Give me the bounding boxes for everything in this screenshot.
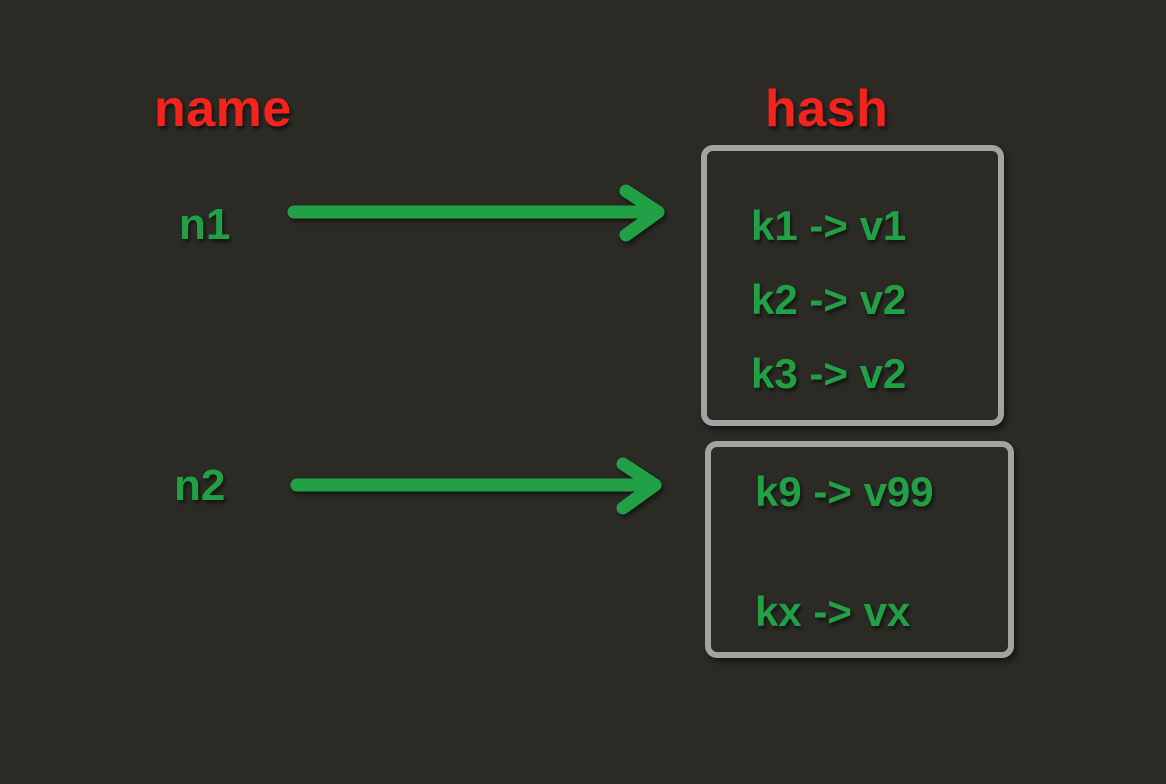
hash-entry: k1 -> v1 — [751, 202, 907, 249]
right-arrow-icon-n2 — [290, 457, 662, 515]
hash-entry-list-n2: k9 -> v99 kx -> vx — [711, 471, 1008, 633]
hash-entry: kx -> vx — [755, 588, 911, 635]
hash-entry: k3 -> v2 — [751, 350, 907, 397]
hash-box-n2: k9 -> v99 kx -> vx — [705, 441, 1014, 658]
hash-box-n1: k1 -> v1 k2 -> v2 k3 -> v2 — [701, 145, 1004, 426]
column-heading-hash: hash — [765, 80, 889, 138]
column-heading-name: name — [154, 80, 292, 138]
hash-entry: k9 -> v99 — [755, 468, 934, 515]
right-arrow-icon-n1 — [287, 184, 665, 242]
hash-entry: k2 -> v2 — [751, 276, 907, 323]
hash-entry-list-n1: k1 -> v1 k2 -> v2 k3 -> v2 — [707, 205, 998, 395]
node-label-n1: n1 — [179, 200, 231, 249]
node-label-n2: n2 — [174, 461, 226, 510]
